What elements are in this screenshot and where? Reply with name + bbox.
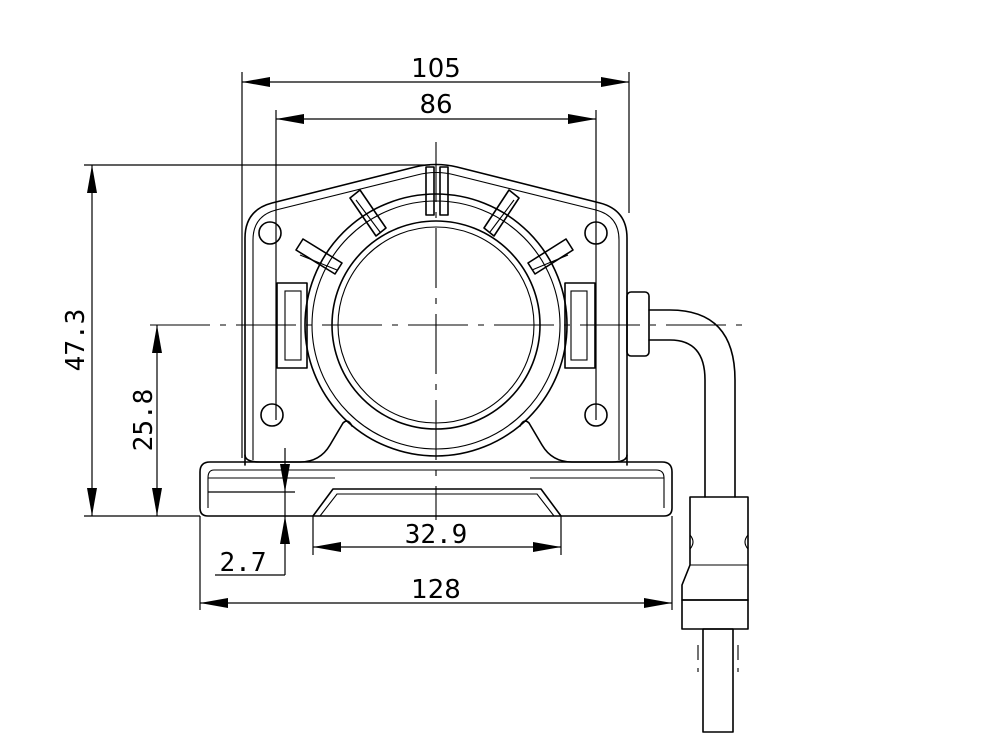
dim-label-105: 105 <box>411 54 461 84</box>
connector-pin <box>702 628 734 733</box>
dimension-2-7: 2.7 <box>208 448 295 578</box>
cable-inner-bend <box>648 339 706 498</box>
dimension-105: 105 <box>241 54 630 458</box>
center-lines <box>150 142 748 520</box>
dim-label-86: 86 <box>419 90 452 120</box>
mounting-hole-bottom-left <box>260 403 284 427</box>
cable-assembly <box>626 291 749 733</box>
dimension-47-3: 47.3 <box>61 164 430 517</box>
connector-body <box>681 496 749 601</box>
cable-gland <box>626 291 650 357</box>
mounting-hole-top-left <box>258 221 282 245</box>
base-plate <box>199 461 673 517</box>
connector-notch-right <box>744 534 749 550</box>
dimension-86: 86 <box>275 90 597 420</box>
dim-label-32-9: 32.9 <box>405 520 468 550</box>
left-saddle <box>244 420 353 463</box>
dim-label-2-7: 2.7 <box>220 548 267 578</box>
connector-pin-marks <box>697 645 739 672</box>
connector-notch-left <box>689 534 694 550</box>
dim-label-47-3: 47.3 <box>61 309 91 372</box>
cable-outer-bend <box>648 309 736 498</box>
dimension-128: 128 <box>199 516 673 610</box>
base-slot <box>312 488 562 517</box>
dimension-25-8: 25.8 <box>129 325 162 516</box>
ring-ribs <box>295 166 574 275</box>
dim-label-25-8: 25.8 <box>129 389 159 452</box>
right-saddle <box>519 420 628 463</box>
base-slot-inner <box>319 493 555 517</box>
connector-sleeve <box>681 599 749 630</box>
dimension-32-9: 32.9 <box>312 516 562 555</box>
dim-label-128: 128 <box>411 575 461 605</box>
